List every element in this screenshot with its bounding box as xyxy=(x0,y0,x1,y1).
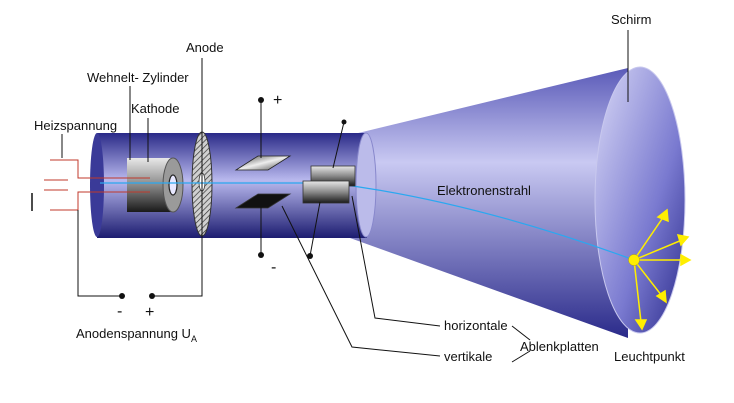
anode-terminal-minus xyxy=(119,293,125,299)
anode-wire xyxy=(152,58,203,297)
label-horizontale: horizontale xyxy=(444,318,508,333)
label-anodenspannung-main: Anodenspannung U xyxy=(76,326,191,341)
h-plate-wire-bottom xyxy=(309,201,321,257)
label-elektronenstrahl: Elektronenstrahl xyxy=(437,183,531,198)
anode-terminal-plus xyxy=(149,293,155,299)
plate-terminal-bottom xyxy=(258,252,264,258)
h-plate-terminal-bottom xyxy=(307,253,313,259)
label-leuchtpunkt: Leuchtpunkt xyxy=(614,349,685,364)
sign-plate-top: + xyxy=(273,92,282,109)
sign-anode-minus: - xyxy=(117,303,122,320)
label-anodenspannung: Anodenspannung UA xyxy=(76,326,197,344)
label-vertikale: vertikale xyxy=(444,349,492,364)
wehnelt-aperture xyxy=(168,174,178,196)
tube-funnel xyxy=(350,68,628,338)
leader-ablenk-upper xyxy=(511,325,531,341)
leader-ablenk-lower xyxy=(511,350,531,363)
label-wehnelt: Wehnelt- Zylinder xyxy=(87,70,189,85)
label-kathode: Kathode xyxy=(131,101,179,116)
sign-anode-plus: + xyxy=(145,304,154,321)
h-plate-terminal-top xyxy=(341,119,347,125)
light-rays xyxy=(633,208,692,331)
heater-wires xyxy=(44,159,150,211)
label-anodenspannung-sub: A xyxy=(191,334,197,344)
label-ablenkplatten: Ablenkplatten xyxy=(520,339,599,354)
sign-plate-bottom: - xyxy=(271,259,276,276)
tube-neck-front xyxy=(355,132,377,238)
heater-return-wire xyxy=(77,210,122,297)
vertical-plate-bottom xyxy=(234,193,292,209)
screen xyxy=(594,66,686,334)
vertical-plate-top xyxy=(234,155,292,171)
light-spot xyxy=(628,254,640,266)
plate-terminal-top xyxy=(258,97,264,103)
tube-neck-back xyxy=(90,133,104,237)
label-heizspannung: Heizspannung xyxy=(34,118,117,133)
leader-horizontale xyxy=(351,195,441,327)
label-anode: Anode xyxy=(186,40,224,55)
horizontal-plate-front xyxy=(302,180,350,204)
h-plate-wire-top xyxy=(332,121,345,169)
label-schirm: Schirm xyxy=(611,12,651,27)
leader-vertikale xyxy=(281,205,441,357)
